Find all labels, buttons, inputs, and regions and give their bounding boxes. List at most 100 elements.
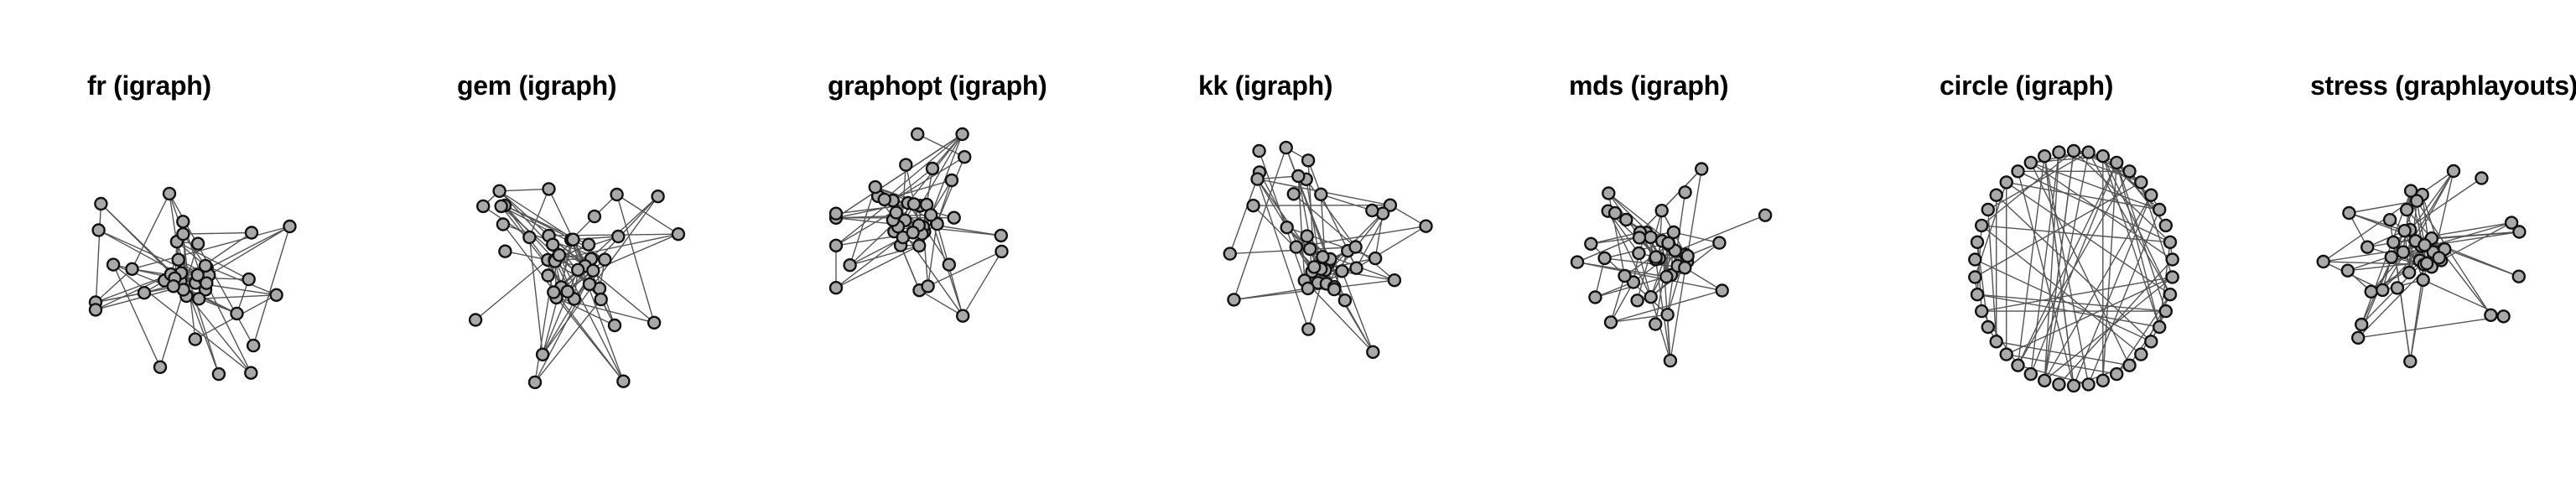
- graph-edge: [208, 226, 290, 276]
- graph-node: [2419, 256, 2434, 271]
- graph-edge: [1976, 293, 2166, 312]
- graph-node: [498, 244, 512, 258]
- graph-node: [2096, 149, 2111, 164]
- graph-node: [921, 279, 935, 293]
- graph-node: [1365, 203, 1379, 218]
- graph-node: [1758, 208, 1773, 222]
- graph-edge: [199, 294, 277, 299]
- graph-node: [1968, 252, 1982, 267]
- graph-node: [1368, 251, 1383, 266]
- graph-node: [125, 262, 139, 277]
- graph-edge: [1304, 280, 1374, 353]
- graph-node: [2402, 265, 2417, 280]
- graph-node: [2504, 216, 2519, 230]
- graph-node: [2351, 330, 2366, 345]
- graph-node: [1301, 281, 1316, 296]
- graph-edge: [2044, 156, 2090, 385]
- graph-node: [942, 257, 957, 272]
- graph-node: [2446, 164, 2461, 179]
- graph-node: [2163, 287, 2178, 302]
- graph-node: [527, 375, 543, 390]
- graph-node: [2023, 155, 2038, 170]
- graph-node: [2122, 358, 2137, 372]
- graph-node: [2122, 164, 2137, 179]
- graph-node: [1280, 220, 1294, 235]
- graph-edge: [95, 292, 145, 304]
- graph-node: [2340, 263, 2355, 278]
- graph-node: [494, 199, 508, 214]
- graph-node: [1666, 225, 1681, 240]
- graph-edge: [252, 226, 291, 346]
- graph-node: [188, 332, 203, 346]
- graph-node: [594, 292, 608, 307]
- graph-node: [843, 257, 857, 273]
- graph-node: [2165, 252, 2179, 267]
- graph-node: [566, 232, 580, 247]
- graph-edge: [615, 194, 655, 323]
- graph-node: [1570, 255, 1585, 269]
- graph-node: [190, 236, 205, 251]
- graph-edge: [2391, 170, 2454, 258]
- graph-node: [2396, 245, 2411, 259]
- graph-node: [1383, 198, 1398, 212]
- graph-edge: [919, 289, 963, 317]
- graph-node: [611, 229, 626, 244]
- graph-node: [2011, 358, 2025, 372]
- graph-edge: [919, 133, 963, 206]
- graph-node: [1252, 143, 1266, 158]
- graph-edge: [2431, 231, 2520, 239]
- panel-title: graphopt (igraph): [828, 70, 1047, 101]
- graph-node: [1584, 236, 1598, 252]
- graph-node: [955, 309, 970, 323]
- graph-node: [586, 263, 600, 278]
- graph-node: [1989, 188, 2003, 202]
- panel-title: circle (igraph): [1940, 70, 2114, 101]
- graph-node: [200, 276, 214, 290]
- panel-title: fr (igraph): [87, 70, 211, 101]
- graph-edge: [2360, 287, 2398, 325]
- graph-node: [906, 197, 922, 211]
- graph-node: [1607, 205, 1623, 221]
- graph-node: [1715, 283, 1729, 298]
- graph-edge: [555, 297, 624, 382]
- graph-node: [1644, 230, 1658, 245]
- graph-node: [2403, 354, 2418, 369]
- graph-edge: [204, 279, 252, 374]
- graph-edge: [1650, 296, 1671, 361]
- panel-title: stress (graphlayouts): [2310, 70, 2576, 101]
- graph-node: [1300, 229, 1314, 243]
- graph-node: [1632, 246, 1646, 261]
- graph-edge: [835, 203, 915, 215]
- graph-node: [547, 285, 561, 299]
- graph-node: [171, 252, 185, 267]
- graph-node: [1227, 293, 1241, 307]
- graph-edge: [1981, 276, 2173, 312]
- graph-node: [1597, 251, 1612, 266]
- graph-edge: [849, 245, 920, 266]
- graph-edge: [2416, 200, 2491, 316]
- panel-title: kk (igraph): [1198, 70, 1333, 101]
- graph-node: [2081, 377, 2096, 392]
- graph-node: [906, 226, 920, 240]
- graph-edge: [1987, 209, 1997, 342]
- graph-edge: [2017, 171, 2075, 387]
- graph-edge: [1981, 150, 2075, 226]
- graph-node: [925, 161, 940, 176]
- graph-node: [522, 230, 537, 245]
- graph-edge: [1229, 172, 1260, 254]
- graph-node: [1301, 322, 1316, 336]
- graph-node: [269, 288, 283, 303]
- graph-node: [560, 284, 575, 299]
- graph-edge: [2102, 155, 2171, 295]
- graph-node: [1630, 293, 1644, 308]
- graph-edge: [1258, 150, 1306, 281]
- graph-node: [1632, 231, 1647, 245]
- graph-edge: [2030, 162, 2131, 366]
- graph-node: [2316, 254, 2330, 269]
- graph-edge: [2391, 221, 2512, 258]
- graph-node: [1250, 172, 1265, 186]
- graph-node: [995, 244, 1009, 259]
- graph-edge: [159, 243, 199, 368]
- graph-edge: [542, 269, 579, 356]
- graph-node: [211, 366, 226, 382]
